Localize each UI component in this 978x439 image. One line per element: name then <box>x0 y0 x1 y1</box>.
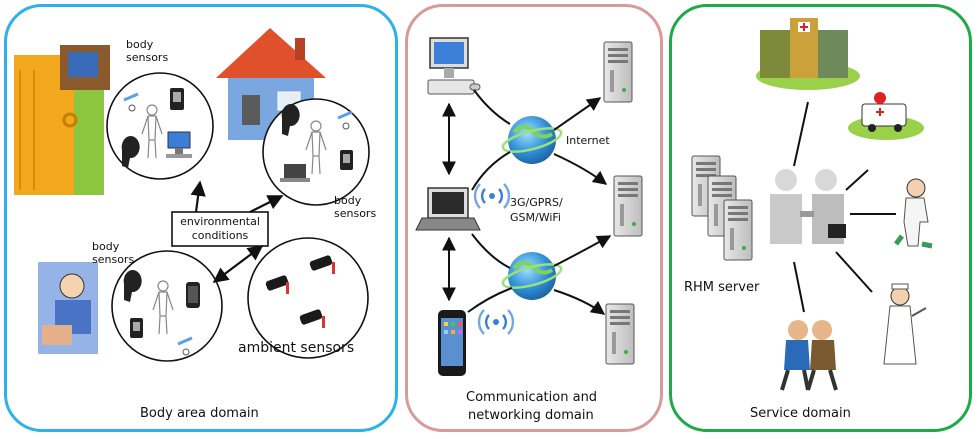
watch-icon <box>340 150 353 170</box>
body-sensors-label-3: body sensors <box>92 240 135 266</box>
rhm-server-stack <box>691 155 753 261</box>
body-area-domain-panel <box>4 4 398 432</box>
handshake-icon <box>770 169 846 244</box>
service-domain-panel <box>669 4 972 432</box>
environmental-conditions-label: environmental conditions <box>180 215 260 242</box>
wireless-icon <box>473 182 511 210</box>
globe-icon <box>501 252 563 300</box>
rhm-server-label: RHM server <box>684 280 760 295</box>
ambulance-icon <box>848 92 924 140</box>
monitor-icon <box>166 131 192 158</box>
laptop-icon <box>280 164 310 182</box>
internet-label: Internet <box>566 134 610 147</box>
body-sensors-label-2: body sensors <box>334 194 377 220</box>
watch-icon <box>170 88 184 110</box>
sensor-icon <box>123 92 139 112</box>
family-icon <box>780 320 838 391</box>
doctor-icon <box>894 178 933 249</box>
comm-domain-title-line1: Communication and <box>466 390 598 405</box>
laptop-icon <box>415 187 481 231</box>
headset-icon <box>281 104 300 136</box>
phone-icon <box>438 310 466 376</box>
body-area-domain-title: Body area domain <box>140 406 259 421</box>
headset-icon <box>121 136 140 168</box>
phone-icon <box>186 282 200 308</box>
server-icon <box>613 175 643 237</box>
headset-icon <box>123 270 142 302</box>
ambient-sensor-circle <box>247 237 369 359</box>
service-domain-title: Service domain <box>750 406 851 421</box>
ambient-sensors-label: ambient sensors <box>238 340 355 356</box>
patient-icon <box>38 262 98 354</box>
body-sensors-label-1: body sensors <box>126 38 169 64</box>
comm-domain-title-line2: networking domain <box>468 408 594 423</box>
ambient-sensor-devices <box>265 255 335 328</box>
watch-icon <box>130 318 143 338</box>
globe-icon <box>501 116 563 164</box>
hospital-icon <box>756 18 860 90</box>
sensor-icon <box>337 110 353 130</box>
wireless-icon <box>477 308 515 336</box>
desktop-icon <box>427 37 481 95</box>
nurse-icon <box>883 283 927 365</box>
server-icon <box>603 41 633 103</box>
server-icon <box>605 303 635 365</box>
body-sensor-circle-2 <box>262 98 370 206</box>
environmental-conditions-box <box>171 211 269 247</box>
communication-domain-panel <box>405 4 663 432</box>
wireless-protocols-line2: GSM/WiFi <box>510 211 561 224</box>
building-icon <box>14 45 110 195</box>
wireless-protocols-line1: 3G/GPRS/ <box>510 196 563 209</box>
sensor-icon <box>177 336 193 356</box>
